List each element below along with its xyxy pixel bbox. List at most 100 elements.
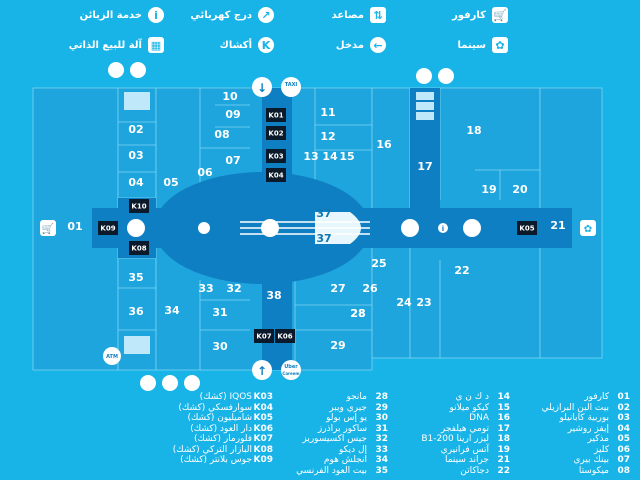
kiosk-label-K05[interactable]: K05 xyxy=(519,225,534,233)
kiosk-box-K01[interactable] xyxy=(266,108,286,122)
unit-12[interactable]: 12 xyxy=(320,130,335,143)
unit-07[interactable]: 07 xyxy=(225,154,240,167)
unit-37[interactable]: 37 xyxy=(316,232,331,245)
unit-29[interactable]: 29 xyxy=(330,339,345,352)
unit-34[interactable]: 34 xyxy=(164,304,180,317)
unit-01[interactable]: 01 xyxy=(67,220,82,233)
unit-38[interactable]: 38 xyxy=(266,289,281,302)
unit-18[interactable]: 18 xyxy=(466,124,481,137)
kiosk-box-K07[interactable] xyxy=(254,329,274,343)
unit-21[interactable]: 21 xyxy=(550,219,565,232)
unit-26[interactable]: 26 xyxy=(362,282,378,295)
unit-32[interactable]: 32 xyxy=(226,282,241,295)
kiosk-label-K10[interactable]: K10 xyxy=(131,203,146,211)
kiosk-box-K04[interactable] xyxy=(266,168,286,182)
directory-unit-number: 29 xyxy=(375,402,388,413)
cart-icon[interactable] xyxy=(40,220,56,236)
unit-17[interactable]: 17 xyxy=(417,160,432,173)
unit-22[interactable]: 22 xyxy=(454,264,469,277)
unit-20[interactable]: 20 xyxy=(512,183,528,196)
unit-11[interactable]: 11 xyxy=(320,106,335,119)
unit-25[interactable]: 25 xyxy=(371,257,386,270)
info-icon-map[interactable] xyxy=(438,223,448,233)
entrance-top-icon[interactable] xyxy=(252,77,272,97)
unit-35[interactable]: 35 xyxy=(128,271,143,284)
unit-28[interactable]: 28 xyxy=(350,307,365,320)
unit-23[interactable]: 23 xyxy=(416,296,431,309)
unit-16[interactable]: 16 xyxy=(376,138,392,151)
kiosk-label-K09[interactable]: K09 xyxy=(100,225,115,233)
unit-05[interactable]: 05 xyxy=(163,176,178,189)
unit-37[interactable]: 37 xyxy=(316,207,331,220)
kiosk-label-K01[interactable]: K01 xyxy=(268,112,283,120)
entrance-bottom-icon[interactable] xyxy=(252,360,272,380)
kiosk-label-K06[interactable]: K06 xyxy=(277,333,292,341)
unit-14[interactable]: 14 xyxy=(322,150,338,163)
kiosk-label-K08[interactable]: K08 xyxy=(131,245,146,253)
kiosk-label-K07[interactable]: K07 xyxy=(256,333,271,341)
kiosk-box-K03[interactable] xyxy=(266,149,286,163)
unit-27[interactable]: 27 xyxy=(330,282,345,295)
kiosk-label-K03[interactable]: K03 xyxy=(268,153,283,161)
unit-06[interactable]: 06 xyxy=(197,166,213,179)
unit-19[interactable]: 19 xyxy=(481,183,496,196)
unit-28[interactable]: 28 xyxy=(350,307,365,320)
unit-04[interactable]: 04 xyxy=(128,176,144,189)
kiosk-box-K06[interactable] xyxy=(275,329,295,343)
unit-36[interactable]: 36 xyxy=(128,305,144,318)
unit-08[interactable]: 08 xyxy=(214,128,229,141)
cinema-icon[interactable] xyxy=(580,220,596,236)
kiosk-box-K10[interactable] xyxy=(129,199,149,213)
kiosk-box-K05[interactable] xyxy=(517,221,537,235)
kiosk-box-K08[interactable] xyxy=(129,241,149,255)
escalator-icon-2 xyxy=(261,219,279,237)
kiosk-label-K02[interactable]: K02 xyxy=(268,130,283,138)
unit-15[interactable]: 15 xyxy=(339,150,354,163)
unit-13[interactable]: 13 xyxy=(303,150,318,163)
unit-10[interactable]: 10 xyxy=(222,90,238,103)
unit-09[interactable]: 09 xyxy=(225,108,240,121)
unit-30[interactable]: 30 xyxy=(212,340,228,353)
unit-31[interactable]: 31 xyxy=(212,306,227,319)
unit-03[interactable]: 03 xyxy=(128,149,143,162)
unit-02[interactable]: 02 xyxy=(128,123,143,136)
kiosk-box-K02[interactable] xyxy=(266,126,286,140)
directory-unit-number: K05 xyxy=(253,413,274,423)
unit-33[interactable]: 33 xyxy=(198,282,213,295)
unit-24[interactable]: 24 xyxy=(396,296,412,309)
kiosk-box-K09[interactable] xyxy=(98,221,118,235)
kiosk-label-K04[interactable]: K04 xyxy=(268,172,283,180)
